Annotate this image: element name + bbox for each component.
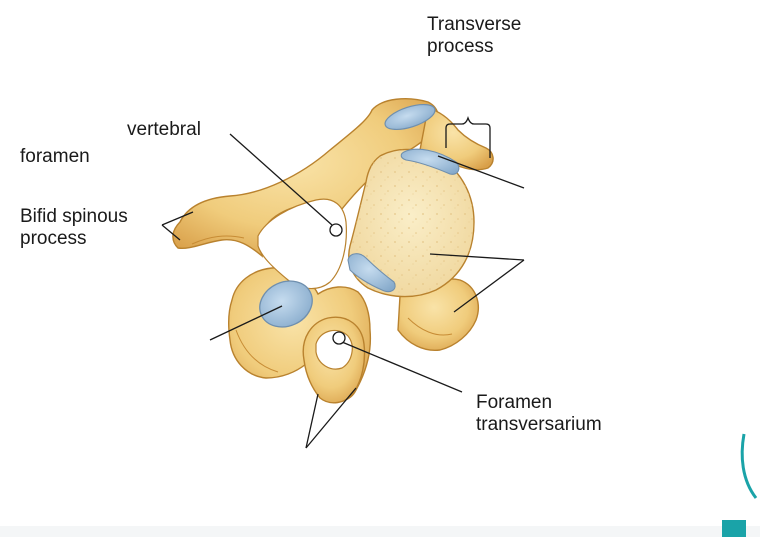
teal-arc-decoration	[740, 433, 758, 499]
teal-square-decoration	[722, 520, 746, 537]
articular-facets	[259, 103, 460, 328]
leader-body-1	[429, 253, 525, 261]
leader-lines	[161, 115, 525, 449]
leader-tubercle-1	[305, 393, 319, 449]
vertebra-bone	[172, 98, 494, 404]
label-bifid-spinous-process: Bifid spinous process	[20, 206, 128, 249]
leader-body-2	[453, 259, 525, 313]
label-transverse-process: Transverse process	[427, 14, 522, 57]
label-foramen: foramen	[20, 146, 90, 167]
leader-inferior-facet	[209, 305, 283, 341]
leader-vertebral-foramen	[229, 133, 333, 226]
leader-cartilage-top	[437, 155, 525, 189]
transverse-bracket	[445, 115, 491, 158]
vertebral-foramen-opening	[257, 198, 347, 290]
leader-bifid-2	[161, 224, 181, 241]
uncinate-cartilage-left	[347, 253, 396, 293]
marker-foramen-transversarium	[332, 331, 346, 345]
bottom-shadow-bar	[0, 526, 760, 537]
leader-bifid-1	[161, 211, 194, 226]
leader-tubercle-2	[305, 387, 357, 449]
uncinate-cartilage-top	[400, 148, 460, 175]
label-foramen-transversarium: Foramen transversarium	[476, 392, 602, 435]
marker-vertebral-foramen	[329, 223, 343, 237]
leader-foramen-transversarium	[341, 341, 463, 393]
superior-facet-top	[384, 103, 436, 131]
label-vertebral: vertebral	[127, 119, 201, 140]
